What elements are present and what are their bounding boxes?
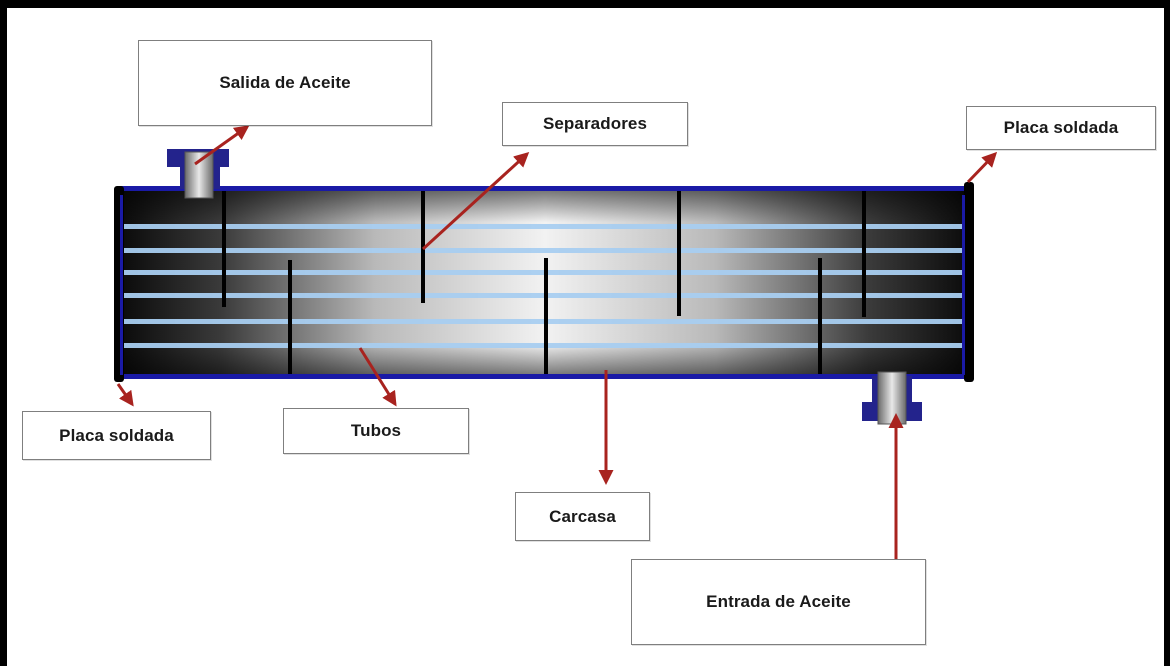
- welded-plate-right-label: Placa soldada: [966, 106, 1156, 150]
- arrow-tubos: [358, 347, 397, 407]
- oil-inlet-label: Entrada de Aceite: [631, 559, 926, 645]
- welded-plate-left: [114, 186, 124, 382]
- oil-outlet-label: Salida de Aceite: [138, 40, 432, 126]
- arrow-placa-right: [966, 151, 998, 184]
- arrow-separadores: [421, 151, 530, 251]
- welded-plate-right: [962, 182, 974, 382]
- shell-label: Carcasa: [515, 492, 650, 541]
- welded-plate-left-label: Placa soldada: [22, 411, 211, 460]
- oil-inlet-nozzle: [862, 371, 922, 425]
- baffles-label: Separadores: [502, 102, 688, 146]
- arrow-salida: [194, 125, 250, 166]
- tubes-label: Tubos: [283, 408, 469, 454]
- arrow-placa-left: [116, 383, 134, 407]
- pointer-arrows: [116, 125, 998, 560]
